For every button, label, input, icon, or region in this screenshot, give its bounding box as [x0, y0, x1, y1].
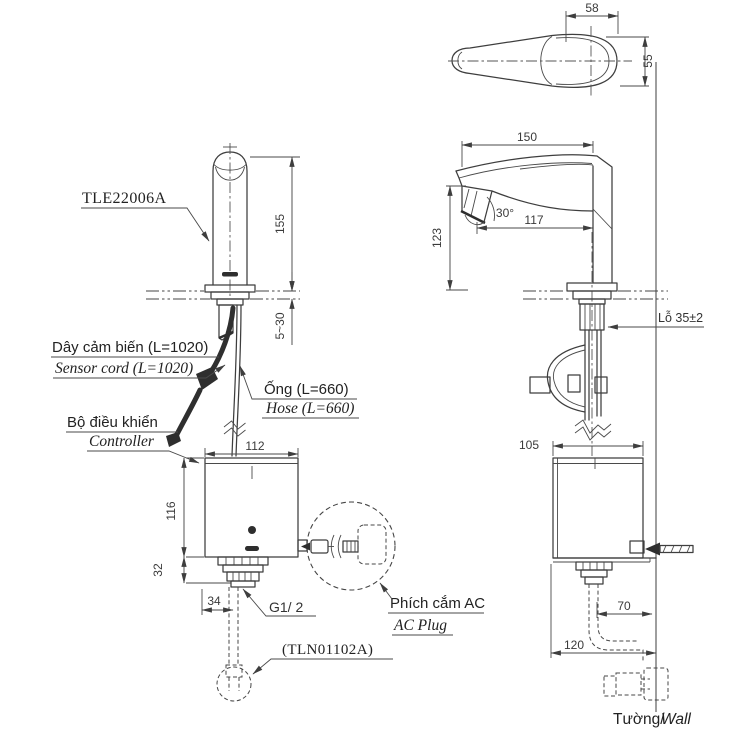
callout-sensor-cord: Dây cảm biến (L=1020) Sensor cord (L=102…	[51, 339, 226, 379]
dim-tip-height: 123	[430, 228, 444, 248]
spout-top-view: 58 55	[448, 1, 655, 96]
sensor-cord-label-en: Sensor cord (L=1020)	[55, 360, 193, 377]
dim-spout-reach: 150	[517, 130, 537, 144]
callout-hose: Ống (L=660) Hose (L=660)	[239, 365, 359, 419]
dim-pipe-to-wall: 70	[617, 599, 631, 613]
faucet-side-view: 30° 150 123 1	[430, 130, 704, 456]
ac-plug-detail	[301, 501, 396, 591]
controller-side-view: 105 70 120	[519, 438, 694, 701]
wall-label-en: Wall	[661, 711, 691, 728]
dim-spout-height: 155	[273, 214, 287, 234]
controller-front-view: 112 116 32 34	[151, 439, 308, 702]
ac-plug-label-en: AC Plug	[393, 617, 447, 634]
ac-plug-label-vi: Phích cắm AC	[390, 595, 485, 612]
dim-spout-angle: 30°	[496, 206, 514, 220]
callout-controller: Bộ điều khiển Controller	[66, 414, 200, 464]
hole-size-note: Lỗ 35±2	[658, 310, 703, 325]
sensor-cord-label-vi: Dây cảm biến (L=1020)	[52, 339, 208, 356]
dim-controller-depth: 105	[519, 438, 539, 452]
dim-aerator-reach: 117	[524, 213, 543, 227]
product-code-label: TLE22006A	[82, 190, 167, 207]
wall-label-vi: Tường/	[613, 711, 665, 728]
faucet-front-view: 155 5~30	[146, 143, 300, 457]
dim-deck-thickness: 5~30	[273, 312, 287, 339]
dim-handle-depth: 55	[641, 54, 655, 68]
dim-handle-width: 58	[585, 1, 599, 15]
dim-outlet-offset: 34	[207, 594, 221, 608]
callout-drain-valve: (TLN01102A)	[252, 642, 393, 675]
dim-controller-shank: 32	[151, 563, 165, 577]
wall-label: Tường/ Wall	[613, 711, 691, 728]
dim-controller-height: 116	[164, 501, 178, 520]
callout-thread: G1/ 2	[242, 588, 316, 617]
controller-label-en: Controller	[89, 433, 155, 450]
callout-ac-plug: Phích cắm AC AC Plug	[379, 582, 485, 636]
hose-label-en: Hose (L=660)	[265, 400, 354, 417]
dim-controller-to-wall: 120	[564, 638, 584, 652]
thread-size-label: G1/ 2	[269, 599, 303, 615]
callout-product-code: TLE22006A	[81, 190, 210, 242]
controller-label-vi: Bộ điều khiển	[67, 414, 158, 431]
dim-controller-width: 112	[245, 439, 264, 453]
drain-code-label: (TLN01102A)	[282, 642, 373, 658]
hose-label-vi: Ống (L=660)	[264, 380, 349, 398]
